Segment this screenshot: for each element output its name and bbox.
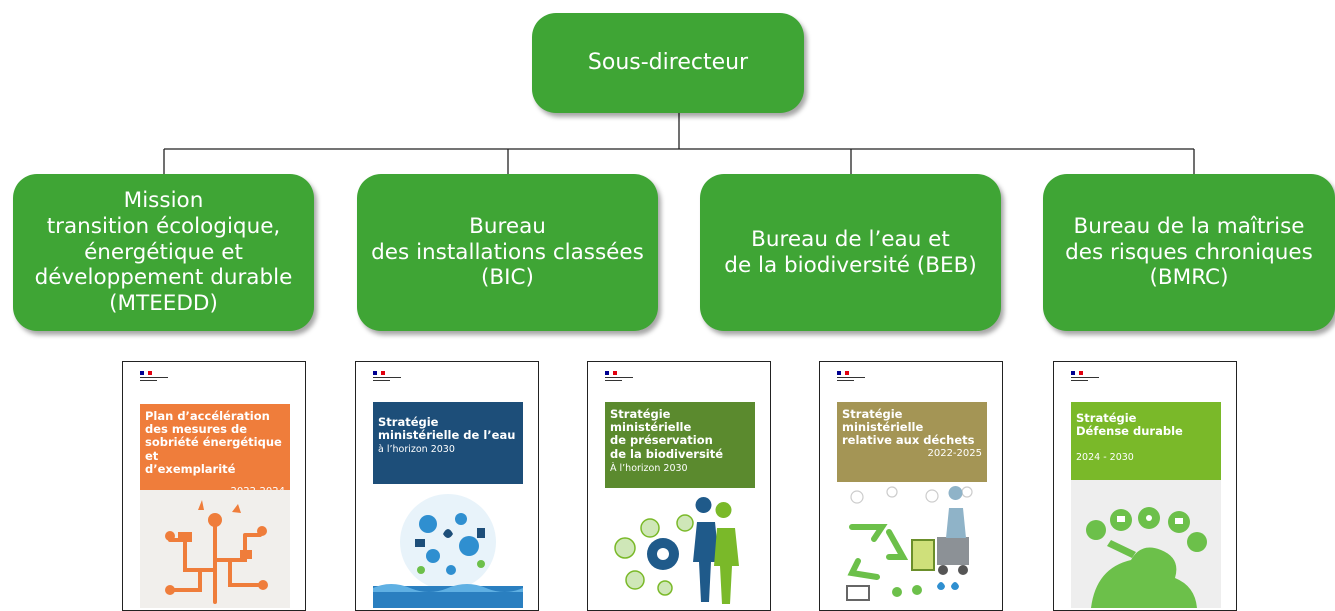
document-cover-eau: Stratégie ministérielle de l’eau à l’hor… bbox=[355, 361, 539, 611]
document-years: 2024 - 2030 bbox=[1076, 452, 1134, 464]
document-title-band: Stratégie ministérielle de préservation … bbox=[605, 402, 755, 488]
ministere-des-armees-logo bbox=[837, 371, 865, 393]
document-title-band: Stratégie ministérielle relative aux déc… bbox=[837, 402, 987, 482]
document-title-band: Plan d’accélération des mesures de sobri… bbox=[140, 404, 290, 497]
document-cover-dechets: Stratégie ministérielle relative aux déc… bbox=[819, 361, 1003, 611]
ministere-des-armees-logo bbox=[373, 371, 401, 393]
node-bic: Bureau des installations classées (BIC) bbox=[357, 174, 658, 331]
document-title-band: Stratégie Défense durable 2024 - 2030 bbox=[1071, 402, 1221, 480]
document-subtitle: à l’horizon 2030 bbox=[378, 444, 455, 456]
recycling-icon bbox=[837, 482, 987, 608]
document-cover-defense-durable: Stratégie Défense durable 2024 - 2030 bbox=[1053, 361, 1237, 611]
node-beb: Bureau de l’eau et de la biodiversité (B… bbox=[700, 174, 1001, 331]
document-title: Plan d’accélération des mesures de sobri… bbox=[145, 409, 282, 476]
ministere-des-armees-logo bbox=[605, 371, 633, 393]
node-sous-directeur: Sous-directeur bbox=[532, 13, 804, 113]
biodiversity-soldiers-icon bbox=[605, 488, 755, 608]
ministere-des-armees-logo bbox=[1071, 371, 1099, 393]
saluting-soldier-icon bbox=[1071, 480, 1221, 608]
node-mteedd: Mission transition écologique, énergétiq… bbox=[13, 174, 314, 331]
document-cover-sobriete: Plan d’accélération des mesures de sobri… bbox=[122, 361, 306, 611]
ministere-des-armees-logo bbox=[140, 371, 168, 393]
document-title: Stratégie Défense durable bbox=[1076, 411, 1183, 439]
document-title-band: Stratégie ministérielle de l’eau à l’hor… bbox=[373, 402, 523, 484]
energy-tree-icon bbox=[140, 490, 290, 608]
document-title: Stratégie ministérielle relative aux déc… bbox=[842, 407, 975, 448]
document-years: 2022-2025 bbox=[927, 447, 982, 459]
node-bmrc: Bureau de la maîtrise des risques chroni… bbox=[1043, 174, 1335, 331]
water-globe-icon bbox=[373, 484, 523, 608]
document-subtitle: À l’horizon 2030 bbox=[610, 462, 688, 474]
document-title: Stratégie ministérielle de l’eau bbox=[378, 415, 516, 443]
document-title: Stratégie ministérielle de préservation … bbox=[610, 407, 724, 461]
document-cover-biodiversite: Stratégie ministérielle de préservation … bbox=[587, 361, 771, 611]
